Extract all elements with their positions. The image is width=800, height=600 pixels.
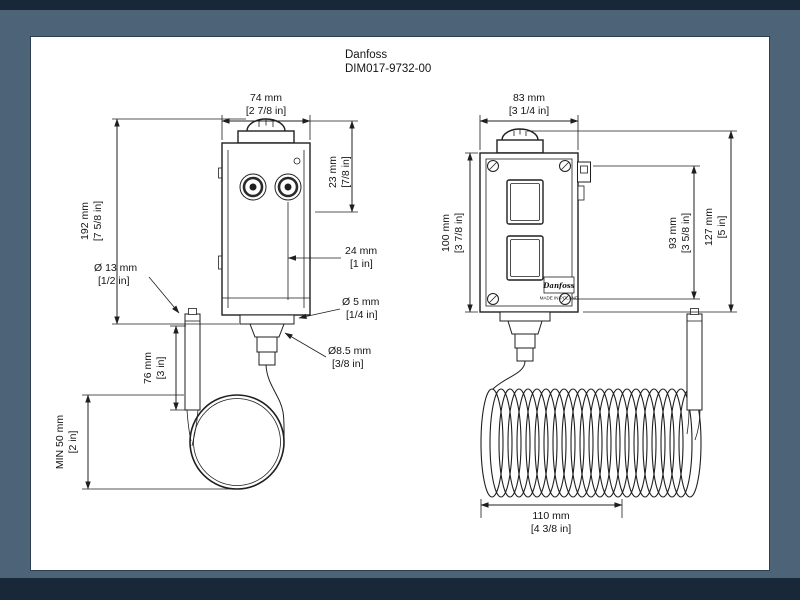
dim-cap-height: 23 mm [7/8 in]	[315, 120, 358, 213]
dim-hole-large-mm: Ø8.5 mm	[328, 345, 371, 357]
dim-cap-height-mm: 23 mm	[327, 156, 339, 188]
stem	[256, 336, 278, 353]
dim-hole-small-mm: Ø 5 mm	[342, 296, 380, 308]
cover-screw	[293, 157, 301, 165]
dim-min-bend-in: [2 in]	[67, 431, 79, 454]
stem-side	[514, 333, 536, 349]
capillary-coil-front-inner	[193, 398, 281, 486]
dim-hole-spacing-mm: 93 mm	[667, 217, 679, 249]
dim-coil-width-in: [4 3/8 in]	[531, 523, 571, 535]
dim-front-width-mm: 74 mm	[250, 92, 282, 104]
stem-flange-side	[507, 320, 543, 335]
certification-mark	[577, 161, 591, 183]
front-device	[184, 118, 311, 490]
dim-body-height-in: [3 7/8 in]	[453, 213, 465, 253]
stem-flange	[249, 323, 285, 338]
top-bar	[0, 0, 800, 10]
bulb-connector-side	[686, 409, 701, 441]
dim-front-total-height-in: [7 5/8 in]	[92, 201, 104, 241]
dim-knob-offset-in: [1 in]	[350, 258, 373, 270]
front-dimensions: 74 mm [2 7/8 in] 23 mm [7/8 in] 24 mm [1…	[54, 92, 380, 490]
dim-front-total-height-mm: 192 mm	[79, 202, 91, 240]
danfoss-logo: Danfoss	[542, 281, 574, 290]
side-device: Danfoss MADE IN POLAND	[479, 128, 703, 498]
dim-side-width-in: [3 1/4 in]	[509, 105, 549, 117]
dim-body-height-mm: 100 mm	[440, 214, 452, 252]
dim-min-bend: MIN 50 mm [2 in]	[54, 394, 236, 490]
conduit-tab	[577, 185, 585, 201]
dim-knob-offset-mm: 24 mm	[345, 245, 377, 257]
dim-front-total-height: 192 mm [7 5/8 in]	[79, 118, 246, 325]
drawing-canvas	[30, 36, 770, 571]
capillary-tube-side	[492, 360, 526, 390]
side-dimensions: 83 mm [3 1/4 in] 100 mm [3 7/8 in] 93 mm…	[440, 92, 737, 535]
dim-hole-spacing: 93 mm [3 5/8 in]	[572, 165, 700, 300]
terminal-window-upper-inner	[510, 183, 540, 221]
body-inner-lines	[222, 150, 310, 308]
side-tab-lower	[218, 255, 223, 270]
dim-hole-large: Ø8.5 mm [3/8 in]	[284, 332, 371, 370]
dim-knob-offset: 24 mm [1 in]	[287, 202, 377, 300]
dim-front-width-in: [2 7/8 in]	[246, 105, 286, 117]
certification-mark-glyph	[580, 165, 588, 174]
bulb-nub-side	[690, 308, 699, 315]
side-tab-upper	[218, 167, 223, 179]
dim-hole-small: Ø 5 mm [1/4 in]	[298, 296, 380, 321]
dim-side-total-height-in: [5 in]	[716, 216, 728, 239]
dim-hole-spacing-in: [3 5/8 in]	[680, 213, 692, 253]
dim-bulb-diameter-mm: Ø 13 mm	[94, 262, 137, 274]
dim-cap-height-in: [7/8 in]	[340, 156, 352, 188]
dim-bulb-diameter: Ø 13 mm [1/2 in]	[94, 262, 180, 314]
dim-bulb-diameter-in: [1/2 in]	[98, 275, 130, 287]
dim-hole-large-in: [3/8 in]	[332, 358, 364, 370]
knob-knurl-side	[513, 129, 527, 136]
reset-button-left	[239, 173, 267, 201]
title-block: Danfoss DIM017-9732-00	[345, 49, 431, 75]
bulb-nub	[188, 308, 197, 315]
sensor-bulb-front	[184, 313, 201, 411]
dim-coil-width: 110 mm [4 3/8 in]	[480, 499, 623, 535]
document-id: DIM017-9732-00	[345, 63, 431, 75]
body-inner-frame	[485, 158, 573, 307]
dim-side-total-height: 127 mm [5 in]	[527, 130, 737, 313]
dim-bulb-length-in: [3 in]	[155, 357, 167, 380]
dim-bulb-length-mm: 76 mm	[142, 352, 154, 384]
mounting-screws	[487, 160, 571, 305]
dim-side-width: 83 mm [3 1/4 in]	[479, 92, 579, 150]
bottom-bar	[0, 578, 800, 600]
side-view: Danfoss MADE IN POLAND	[440, 92, 737, 535]
brand-title: Danfoss	[345, 49, 387, 61]
device-body-front	[221, 142, 311, 316]
dim-coil-width-mm: 110 mm	[532, 510, 569, 522]
dim-side-width-mm: 83 mm	[513, 92, 545, 104]
knob-cap	[237, 130, 295, 144]
front-view: 74 mm [2 7/8 in] 23 mm [7/8 in] 24 mm [1…	[54, 92, 380, 490]
dim-min-bend-mm: MIN 50 mm	[54, 415, 66, 470]
made-in-label: MADE IN POLAND	[540, 296, 579, 301]
reset-button-right	[274, 173, 302, 201]
capillary-tube	[265, 364, 285, 443]
stem-nut-side	[516, 347, 534, 362]
bulb-connector	[186, 409, 199, 447]
dim-bulb-length: 76 mm [3 in]	[142, 325, 186, 411]
terminal-window-lower	[506, 235, 544, 281]
logo-plate	[543, 276, 575, 294]
stem-nut	[258, 351, 276, 366]
capillary-coil-front	[189, 394, 285, 490]
bottom-plate	[239, 314, 295, 325]
sensor-bulb-side	[686, 313, 703, 411]
dim-body-height: 100 mm [3 7/8 in]	[440, 152, 478, 313]
knob-cap-side	[496, 139, 544, 154]
dim-hole-small-in: [1/4 in]	[346, 309, 378, 321]
bottom-plate-side	[499, 311, 551, 322]
terminal-window-lower-inner	[510, 239, 540, 277]
dim-side-total-height-mm: 127 mm	[703, 208, 715, 246]
terminal-window-upper	[506, 179, 544, 225]
